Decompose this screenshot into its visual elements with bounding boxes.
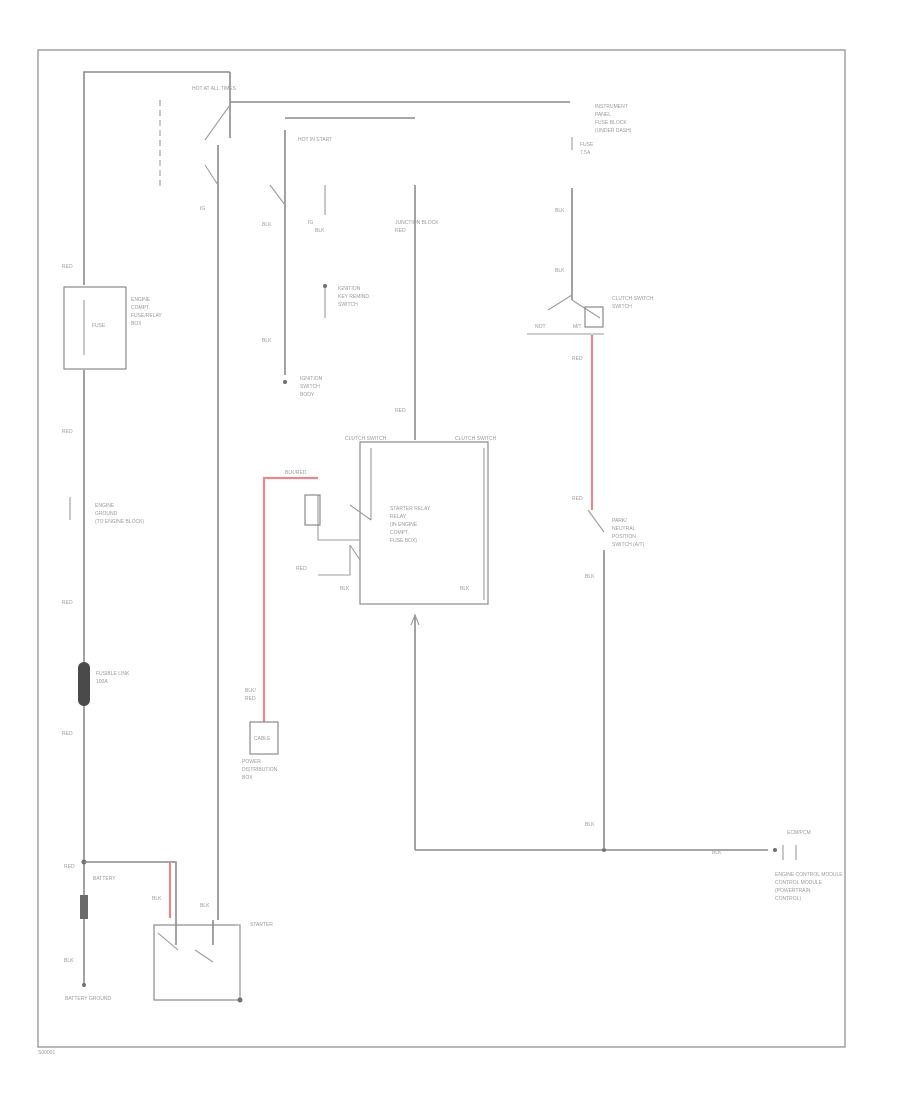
svg-text:FUSE: FUSE	[580, 142, 594, 148]
page-code: S00001	[38, 1050, 55, 1056]
svg-text:FUSE/RELAY: FUSE/RELAY	[131, 313, 162, 319]
svg-text:NEUTRAL: NEUTRAL	[612, 526, 636, 532]
svg-text:PARK/: PARK/	[612, 518, 627, 524]
clutch-switch: CLUTCH SWITCH SWITCH NOT M/T RED RED	[527, 294, 654, 510]
svg-text:RED: RED	[572, 356, 583, 362]
svg-text:ENGINE: ENGINE	[131, 297, 151, 303]
svg-text:CONTROL): CONTROL)	[775, 896, 801, 902]
svg-text:BLK: BLK	[460, 586, 470, 592]
svg-text:BLK/: BLK/	[245, 688, 256, 694]
svg-text:BLK: BLK	[200, 903, 210, 909]
svg-text:(UNDER DASH): (UNDER DASH)	[595, 128, 632, 134]
svg-text:POSITION: POSITION	[612, 534, 636, 540]
svg-text:RED: RED	[62, 731, 73, 737]
starter-motor: STARTER BLK BLK	[150, 861, 273, 1003]
clutch-switch-label: CLUTCH SWITCH	[612, 296, 654, 302]
svg-text:COMPT.: COMPT.	[131, 305, 150, 311]
svg-text:BOX: BOX	[242, 775, 253, 781]
fusible-link: FUSIBLE LINK 100A RED	[62, 662, 130, 737]
svg-text:BLK: BLK	[585, 574, 595, 580]
svg-text:IG: IG	[200, 206, 205, 212]
junction-block-label: JUNCTION BLOCK	[395, 220, 439, 226]
svg-text:CONTROL MODULE: CONTROL MODULE	[775, 880, 823, 886]
svg-text:RELAY: RELAY	[390, 514, 407, 520]
fusible-link-label: FUSIBLE LINK	[96, 671, 130, 677]
battery-label: BATTERY	[93, 876, 116, 882]
svg-text:IGNITION: IGNITION	[300, 376, 323, 382]
svg-text:(IN ENGINE: (IN ENGINE	[390, 522, 418, 528]
svg-text:GROUND: GROUND	[95, 511, 118, 517]
svg-text:CLUTCH SWITCH: CLUTCH SWITCH	[345, 436, 387, 442]
svg-text:RED: RED	[395, 228, 406, 234]
svg-text:BLK: BLK	[315, 228, 325, 234]
battery: BATTERY RED BLK BATTERY GROUND	[64, 859, 150, 1002]
relay-to-box-wire: BLK/RED BLK/ RED CABLE POWER DISTRIBUTIO…	[242, 470, 318, 781]
svg-text:NOT: NOT	[535, 324, 546, 330]
svg-text:PANEL: PANEL	[595, 112, 611, 118]
svg-text:BLK: BLK	[555, 268, 565, 274]
svg-text:RED: RED	[64, 864, 75, 870]
svg-text:COMPT.: COMPT.	[390, 530, 409, 536]
relay-to-ecm-wire: BLK	[410, 613, 768, 856]
svg-text:RED: RED	[62, 264, 73, 270]
starter-relay: CLUTCH SWITCH CLUTCH SWITCH STARTER RELA…	[296, 436, 497, 605]
svg-text:RED: RED	[62, 600, 73, 606]
svg-text:BLK: BLK	[555, 208, 565, 214]
fuse-box-label: FUSE	[92, 323, 106, 329]
svg-text:RED: RED	[395, 408, 406, 414]
svg-text:KEY REMIND.: KEY REMIND.	[338, 294, 370, 300]
svg-text:IGNITION: IGNITION	[338, 286, 361, 292]
svg-text:(TO ENGINE BLOCK): (TO ENGINE BLOCK)	[95, 519, 144, 525]
svg-text:SWITCH (A/T): SWITCH (A/T)	[612, 542, 645, 548]
svg-text:BLK: BLK	[152, 896, 162, 902]
svg-text:INSTRUMENT: INSTRUMENT	[595, 104, 628, 110]
svg-text:ECM/PCM: ECM/PCM	[787, 830, 811, 836]
ground-connector: ENGINE GROUND (TO ENGINE BLOCK) RED RED	[62, 429, 144, 606]
svg-text:SWITCH: SWITCH	[338, 302, 358, 308]
neutral-safety-switch: PARK/ NEUTRAL POSITION SWITCH (A/T) BLK …	[585, 509, 645, 850]
svg-text:BLK/RED: BLK/RED	[285, 470, 307, 476]
junction-block: JUNCTION BLOCK RED RED	[395, 185, 439, 440]
svg-text:SWITCH: SWITCH	[300, 384, 320, 390]
svg-text:7.5A: 7.5A	[580, 150, 591, 156]
fuse-box: FUSE ENGINE COMPT. FUSE/RELAY BOX RED	[62, 264, 162, 370]
svg-text:BLK: BLK	[64, 958, 74, 964]
svg-text:FUSE BLOCK: FUSE BLOCK	[595, 120, 627, 126]
svg-text:SWITCH: SWITCH	[612, 304, 632, 310]
starter-relay-label: STARTER RELAY	[390, 506, 431, 512]
svg-text:CABLE: CABLE	[254, 736, 271, 742]
hot-in-start-right: INSTRUMENT PANEL FUSE BLOCK (UNDER DASH)…	[555, 104, 632, 300]
hot-in-start-label: HOT IN START	[298, 137, 332, 143]
svg-text:DISTRIBUTION: DISTRIBUTION	[242, 767, 278, 773]
svg-text:BLK: BLK	[262, 222, 272, 228]
main-power-feed	[83, 71, 230, 985]
svg-text:CLUTCH SWITCH: CLUTCH SWITCH	[455, 436, 497, 442]
svg-text:BLK: BLK	[262, 338, 272, 344]
svg-text:M/T: M/T	[573, 324, 582, 330]
svg-text:RED: RED	[245, 696, 256, 702]
ignition-hot-in-start: HOT IN START BLK IG BLK IGNITION KEY REM…	[262, 130, 370, 398]
ecm-label: ENGINE CONTROL MODULE	[775, 872, 843, 878]
diagram-frame	[37, 49, 846, 1048]
svg-text:RED: RED	[296, 566, 307, 572]
svg-text:(POWERTRAIN: (POWERTRAIN	[775, 888, 811, 894]
ignition-switch: HOT AT ALL TIMES IG	[159, 72, 570, 212]
svg-text:100A: 100A	[96, 679, 108, 685]
engine-control-module: ECM/PCM ENGINE CONTROL MODULE CONTROL MO…	[773, 830, 843, 902]
svg-text:BLK: BLK	[712, 850, 722, 856]
svg-text:BLK: BLK	[340, 586, 350, 592]
svg-text:BODY: BODY	[300, 392, 315, 398]
svg-text:FUSE BOX): FUSE BOX)	[390, 538, 417, 544]
starter-label: STARTER	[250, 922, 273, 928]
svg-text:POWER: POWER	[242, 759, 261, 765]
svg-text:BLK: BLK	[585, 822, 595, 828]
svg-text:ENGINE: ENGINE	[95, 503, 115, 509]
battery-ground-label: BATTERY GROUND	[65, 996, 112, 1002]
svg-text:RED: RED	[62, 429, 73, 435]
svg-text:IG: IG	[308, 220, 313, 226]
ignition-switch-label: HOT AT ALL TIMES	[192, 86, 237, 92]
svg-text:RED: RED	[572, 496, 583, 502]
svg-text:BOX: BOX	[131, 321, 142, 327]
